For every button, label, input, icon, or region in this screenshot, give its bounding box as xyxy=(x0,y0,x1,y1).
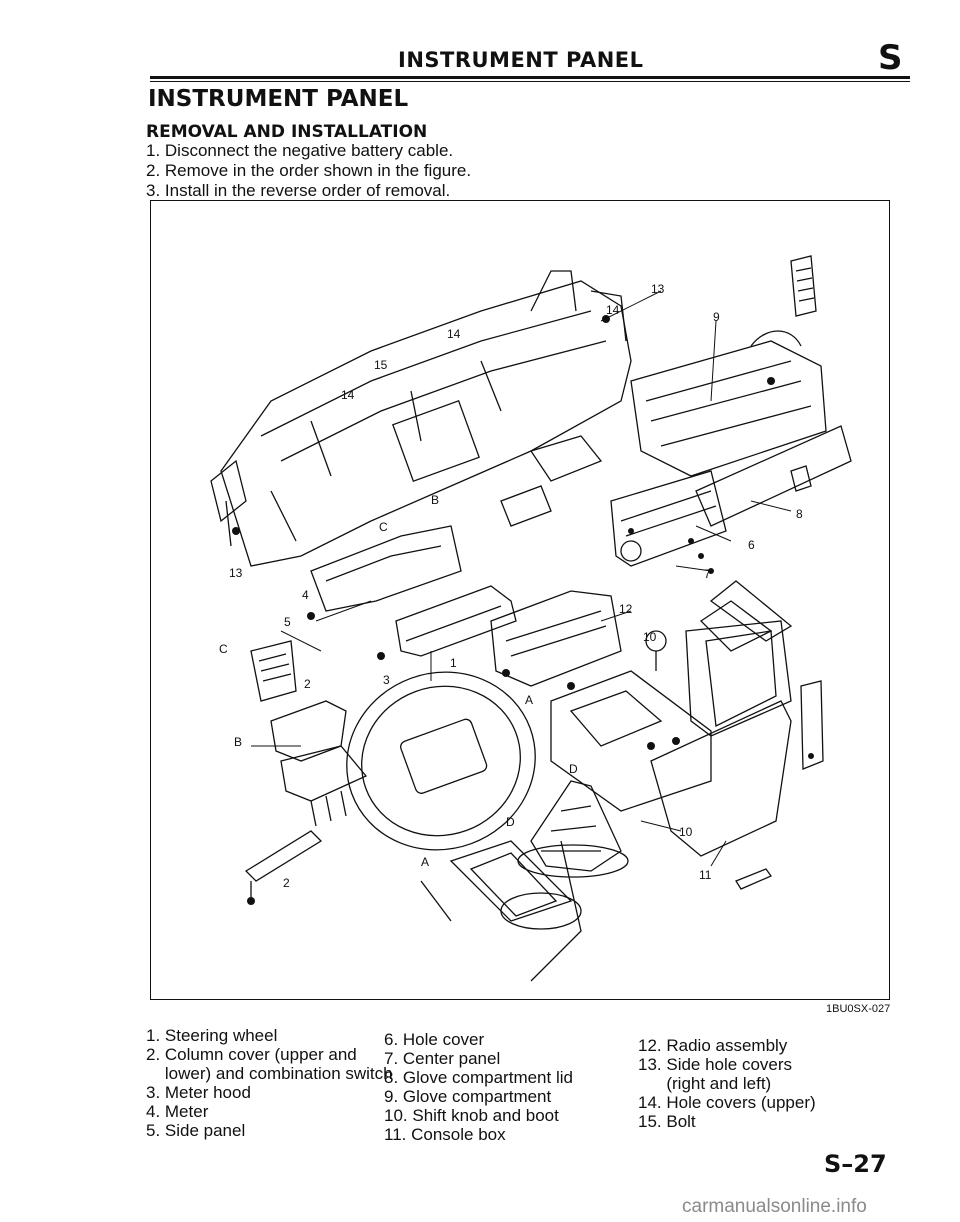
legend-item: 2. Column cover (upper and xyxy=(146,1045,357,1064)
section-subheading: REMOVAL AND INSTALLATION xyxy=(146,122,428,142)
callout-5: 5 xyxy=(284,615,291,629)
callout-13: 13 xyxy=(229,566,243,580)
legend-item: 3. Meter hood xyxy=(146,1083,251,1102)
header-rule xyxy=(150,76,910,79)
step-item: 2. Remove in the order shown in the figu… xyxy=(146,161,472,180)
legend-item: 5. Side panel xyxy=(146,1121,246,1140)
watermark: carmanualsonline.info xyxy=(682,1196,867,1217)
callout-6: 6 xyxy=(748,538,755,552)
legend-column-1: 1. Steering wheel 2. Column cover (upper… xyxy=(146,1026,393,1140)
legend-item: (right and left) xyxy=(638,1074,772,1093)
callout-11: 11 xyxy=(699,868,712,882)
callout-1: 1 xyxy=(450,656,457,670)
callout-2: 2 xyxy=(304,677,311,691)
callout-B: B xyxy=(431,493,439,507)
callout-8: 8 xyxy=(796,507,803,521)
legend-item: 14. Hole covers (upper) xyxy=(638,1093,816,1112)
legend-item: 1. Steering wheel xyxy=(146,1026,278,1045)
callout-14: 14 xyxy=(606,303,620,317)
callout-C: C xyxy=(219,642,228,656)
callout-D: D xyxy=(569,762,578,776)
exploded-view-figure: 13 14 9 14 15 14 B C 8 6 7 13 4 12 5 10 … xyxy=(150,200,890,1000)
callout-3: 3 xyxy=(383,673,390,687)
step-item: 1. Disconnect the negative battery cable… xyxy=(146,141,454,160)
header-title: INSTRUMENT PANEL xyxy=(398,48,644,72)
legend-item: 12. Radio assembly xyxy=(638,1036,788,1055)
page-heading: INSTRUMENT PANEL xyxy=(148,86,409,112)
callout-C: C xyxy=(379,520,388,534)
callout-14: 14 xyxy=(447,327,461,341)
callout-9: 9 xyxy=(713,310,720,324)
page-number: S–27 xyxy=(824,1150,887,1178)
header-rule-thin xyxy=(150,81,910,82)
legend-column-2: 6. Hole cover 7. Center panel 8. Glove c… xyxy=(384,1030,573,1144)
legend-item: 6. Hole cover xyxy=(384,1030,485,1049)
callout-D: D xyxy=(506,815,515,829)
callout-12: 12 xyxy=(619,602,633,616)
legend-item: 7. Center panel xyxy=(384,1049,501,1068)
section-letter: S xyxy=(878,38,903,78)
legend-item: 8. Glove compartment lid xyxy=(384,1068,573,1087)
diagram-linework xyxy=(210,255,852,982)
legend-item: 15. Bolt xyxy=(638,1112,696,1131)
callout-13: 13 xyxy=(651,282,665,296)
legend-item: 11. Console box xyxy=(384,1125,506,1144)
legend-item: 4. Meter xyxy=(146,1102,209,1121)
legend-item: lower) and combination switch xyxy=(146,1064,393,1083)
figure-code: 1BU0SX-027 xyxy=(826,1003,891,1015)
instrument-panel-exploded-diagram: 13 14 9 14 15 14 B C 8 6 7 13 4 12 5 10 … xyxy=(210,255,852,982)
callout-B: B xyxy=(234,735,242,749)
callout-4: 4 xyxy=(302,588,309,602)
callout-14: 14 xyxy=(341,388,355,402)
callout-A: A xyxy=(421,855,429,869)
fastener-marks xyxy=(232,315,814,905)
legend-item: 10. Shift knob and boot xyxy=(384,1106,559,1125)
callout-10: 10 xyxy=(643,630,657,644)
callout-10: 10 xyxy=(679,825,693,839)
step-item: 3. Install in the reverse order of remov… xyxy=(146,181,451,200)
legend-column-3: 12. Radio assembly 13. Side hole covers … xyxy=(638,1036,816,1131)
callout-2: 2 xyxy=(283,876,290,890)
callout-7: 7 xyxy=(704,567,711,581)
callout-leaders xyxy=(251,290,792,867)
callout-A: A xyxy=(525,693,533,707)
procedure-steps: 1. Disconnect the negative battery cable… xyxy=(146,141,471,201)
callout-15: 15 xyxy=(374,358,388,372)
legend-item: 13. Side hole covers xyxy=(638,1055,793,1074)
legend-item: 9. Glove compartment xyxy=(384,1087,552,1106)
callout-labels: 13 14 9 14 15 14 B C 8 6 7 13 4 12 5 10 … xyxy=(219,282,803,890)
